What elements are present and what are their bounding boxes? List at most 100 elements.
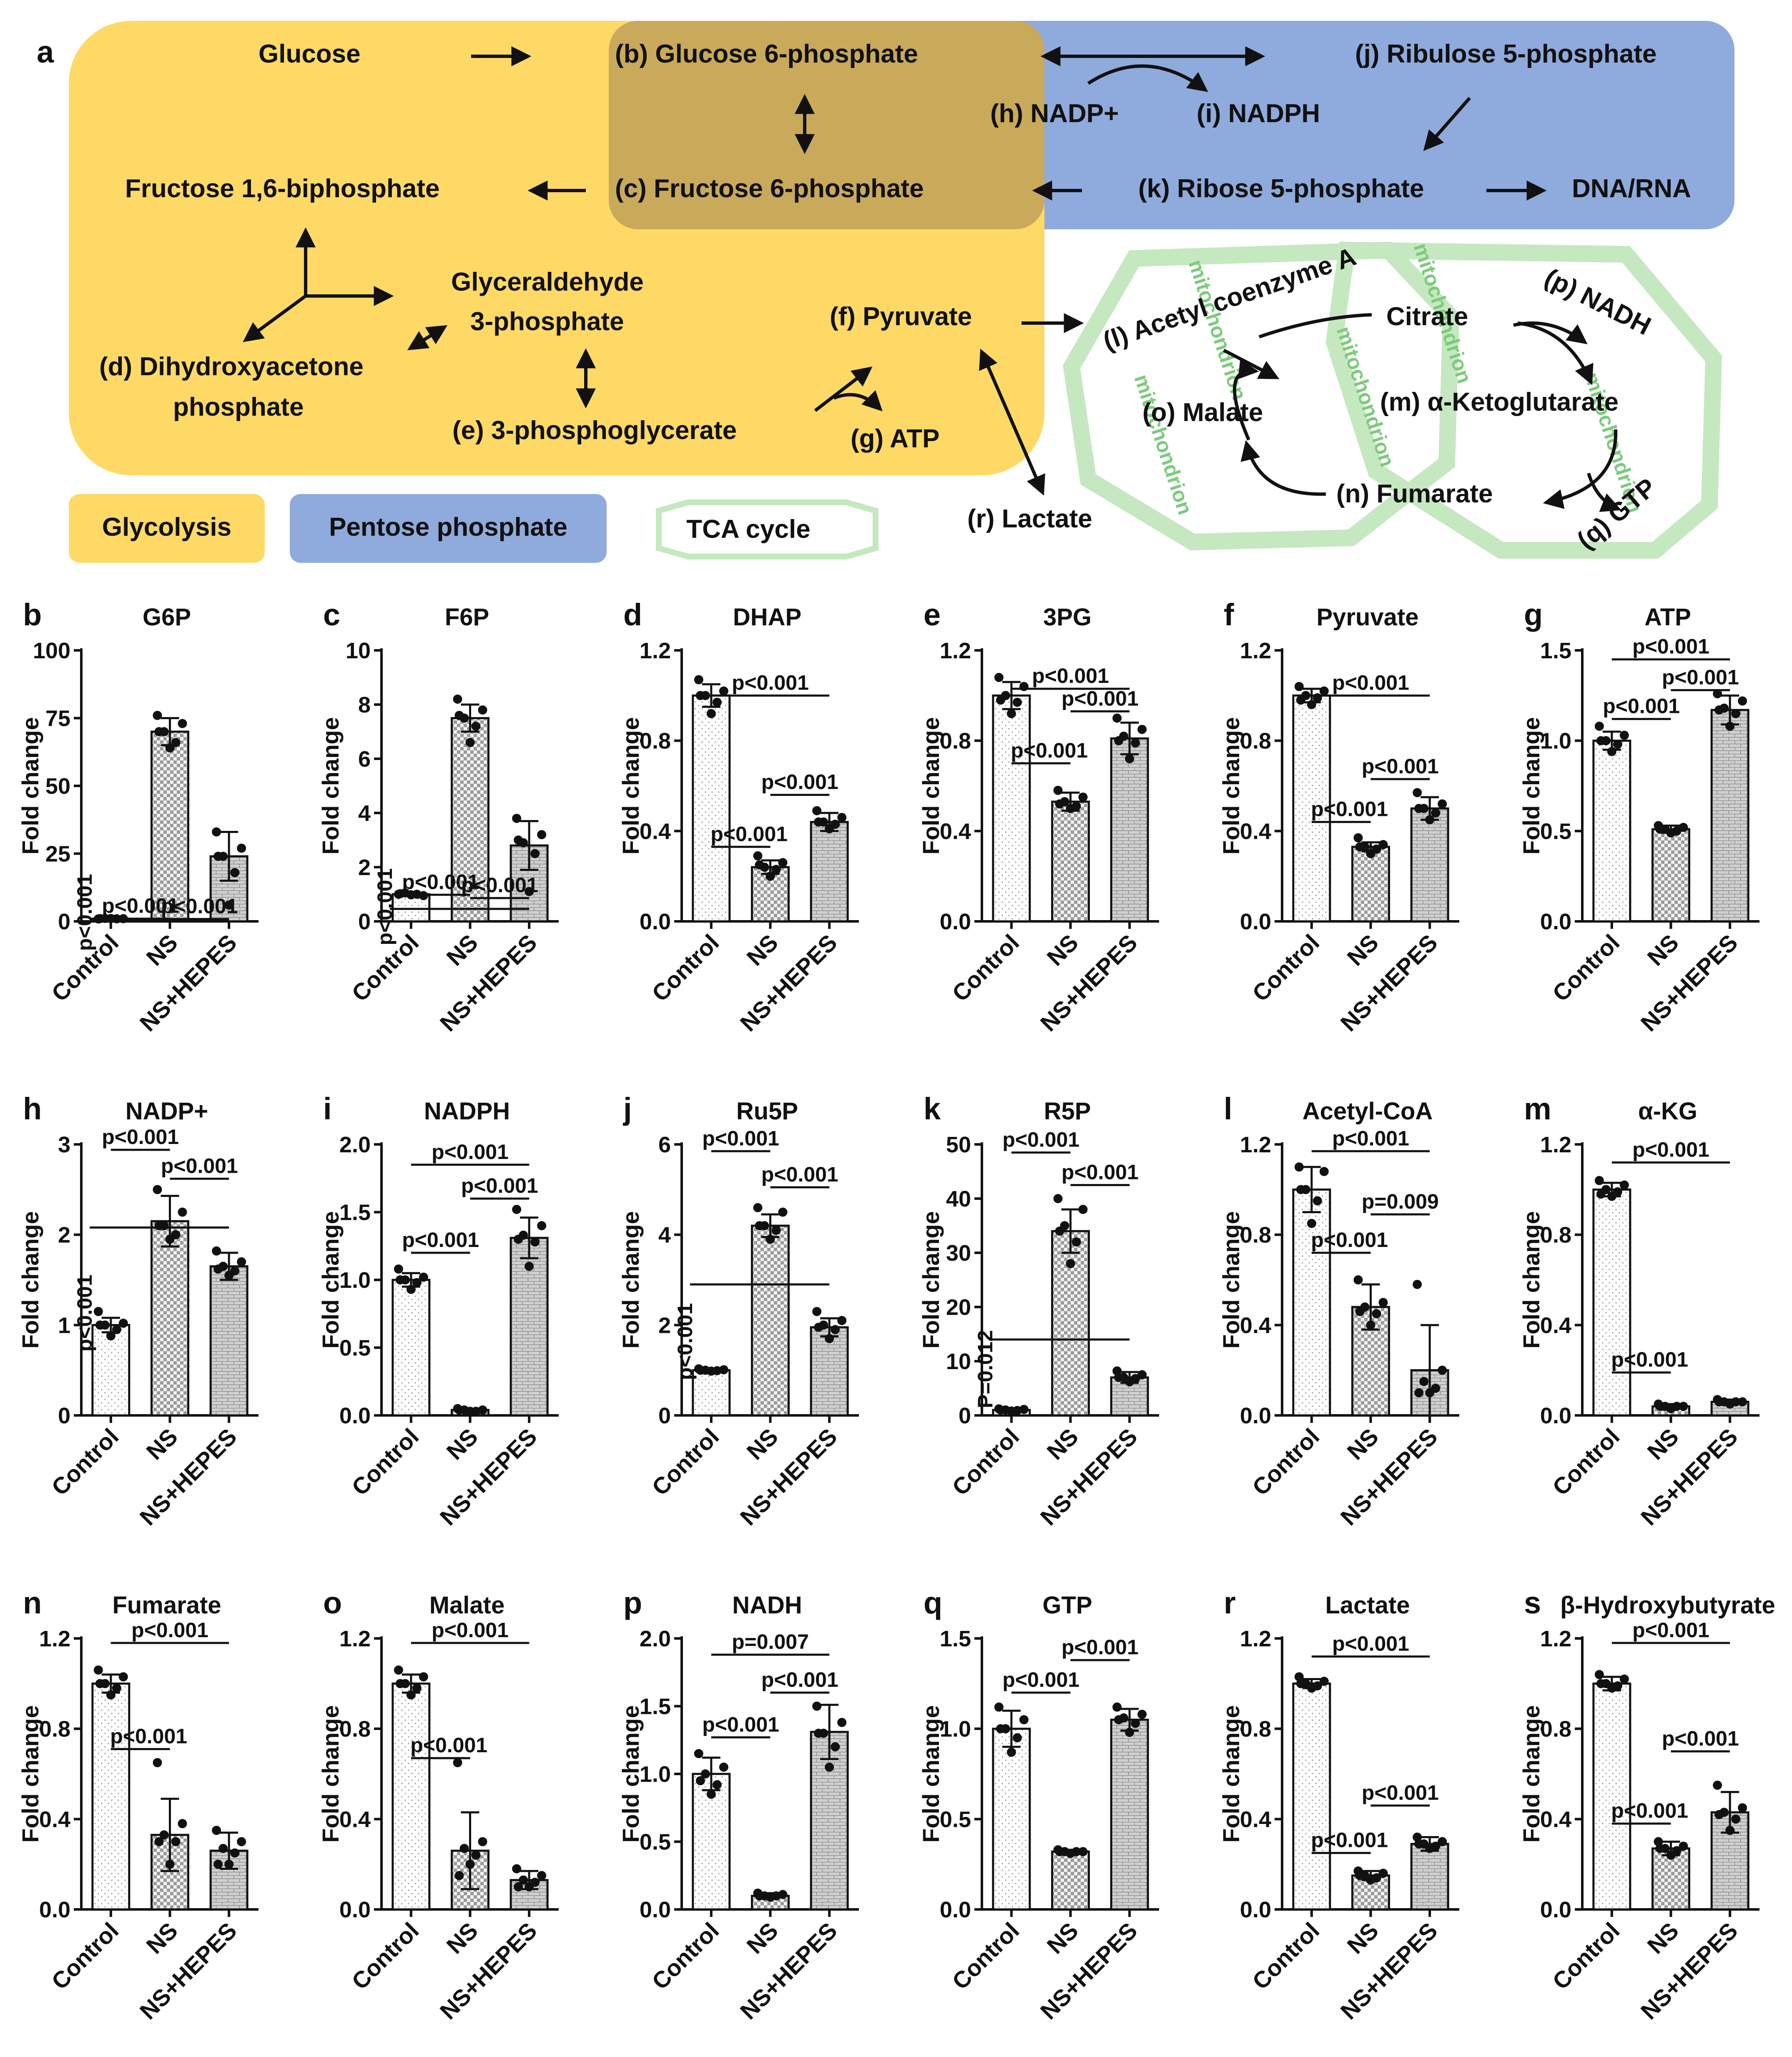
data-point [95,1679,105,1688]
data-point [537,1871,547,1880]
data-point [1114,736,1124,745]
node-dnarna: DNA/RNA [1572,174,1691,203]
data-point [1607,747,1616,756]
y-tick-label: 0.0 [640,909,671,934]
data-point [154,1221,164,1230]
data-point [178,719,187,728]
node-dhap-2: phosphate [173,393,304,421]
panel-letter-l: l [1224,1091,1232,1126]
data-point [1438,799,1447,809]
data-point [812,1701,822,1711]
y-axis-label: Fold change [1218,1211,1244,1349]
data-point [1731,1814,1741,1824]
data-point [471,1851,481,1860]
y-tick-label: 0.4 [1540,1313,1571,1338]
panel-letter-r: r [1224,1585,1236,1620]
y-tick-label: 30 [946,1241,971,1266]
x-tick-label: Control [647,1423,724,1500]
node-fumarate: (n) Fumarate [1336,479,1493,508]
bar [810,1731,849,1911]
y-tick-label: 2.0 [339,1132,371,1157]
x-tick-label: NS [1342,1423,1383,1465]
panel-letter-c: c [323,597,340,632]
significance-label: p<0.001 [402,870,479,893]
data-point [154,727,164,736]
significance-label: p<0.001 [1311,798,1388,821]
data-point [213,1859,223,1869]
data-point [512,814,522,823]
data-point [1125,754,1134,763]
significance-label: p<0.001 [1002,1668,1079,1691]
data-point [1137,725,1147,734]
legend-tca-swatch [656,499,878,559]
y-tick-label: 1.2 [1540,1626,1571,1651]
bar [91,1682,131,1911]
significance-label: p<0.001 [702,1126,779,1150]
data-point [1055,799,1064,809]
node-f6p: (c) Fructose 6-phosphate [615,174,924,203]
y-tick-label: 0.0 [1540,1897,1571,1922]
data-point [755,1221,764,1230]
data-point [1613,740,1622,749]
x-tick-label: Control [947,929,1024,1006]
y-tick-label: 1.0 [1540,729,1571,754]
data-point [1725,1826,1735,1835]
y-tick-label: 0.5 [640,1830,671,1855]
y-tick-label: 0.8 [940,729,971,754]
y-tick-label: 6 [658,1132,671,1157]
y-tick-label: 0 [658,1403,671,1428]
data-point [814,1728,823,1738]
chart-title: ATP [1644,604,1691,631]
bar [392,1279,431,1417]
data-point [1319,686,1329,696]
data-point [706,1789,716,1799]
data-point [525,1882,534,1891]
y-tick-label: 0.4 [640,819,671,844]
x-tick-label: NS [441,1423,483,1465]
data-point [1414,804,1424,813]
x-tick-label: NS [1042,1423,1083,1465]
legend-pentose-swatch [290,494,607,563]
data-point [224,901,234,910]
x-tick-label: NS [1042,1917,1083,1959]
panel-letter-d: d [623,597,642,632]
bar [1710,709,1749,923]
node-malate: (o) Malate [1142,398,1263,427]
data-point [118,1672,128,1682]
chart-title: Lactate [1325,1592,1410,1619]
node-citrate: Citrate [1386,302,1468,331]
y-axis-label: Fold change [1218,1705,1244,1843]
y-tick-label: 10 [346,638,371,663]
data-point [1114,1715,1124,1724]
significance-label: p=0.007 [732,1630,809,1653]
significance-label: p<0.001 [161,894,238,918]
data-point [1413,788,1422,798]
data-point [165,743,175,753]
data-point [712,1780,722,1789]
significance-label: p<0.001 [102,894,179,918]
data-point [695,1365,705,1375]
panel-letter-p: p [623,1585,642,1620]
significance-label: p<0.001 [1632,1618,1709,1642]
y-tick-label: 0.0 [339,1403,371,1428]
data-point [465,1859,475,1869]
node-gap-2: 3-phosphate [470,307,624,336]
data-point [465,1407,475,1416]
y-tick-label: 0.5 [339,1336,371,1361]
chart-title: 3PG [1043,604,1092,631]
significance-label: p<0.001 [1603,695,1680,718]
significance-label: P=0.012 [974,1330,997,1408]
data-point [1619,1180,1629,1190]
data-point [825,1762,834,1772]
overlap-region [609,21,1044,229]
data-point [537,1221,547,1230]
y-tick-label: 1.5 [339,1200,371,1225]
significance-label: p<0.001 [1311,1228,1388,1252]
